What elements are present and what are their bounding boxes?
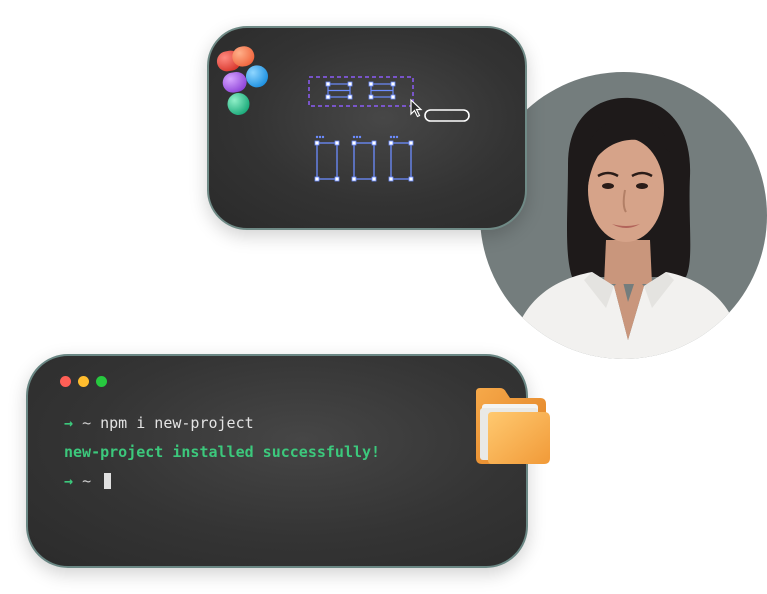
close-dot-icon[interactable] [60,376,71,387]
frame-tall-1 [316,142,338,180]
folder-icon [476,388,550,464]
terminal-command: npm i new-project [100,414,254,432]
maximize-dot-icon[interactable] [96,376,107,387]
text-cursor [104,473,112,489]
terminal-output: new-project installed successfully! [64,443,381,461]
frame-small-1 [327,83,351,98]
prompt-arrow: → [64,472,74,490]
prompt-directory: ~ [82,414,92,432]
frame-small-2 [370,83,394,98]
mouse-pointer-icon [410,98,423,118]
prompt-arrow: → [64,414,74,432]
frame-tall-2 [353,142,375,180]
prompt-directory: ~ [82,472,92,490]
terminal-command-line: → ~ npm i new-project [64,414,254,432]
figma-logo-icon [216,46,268,115]
selection-box [308,76,414,107]
wireframe-illustration [308,76,470,182]
design-card [207,26,527,230]
frame-tall-3 [390,142,412,180]
terminal-window: → ~ npm i new-project new-project instal… [26,354,528,568]
terminal-input-line[interactable]: → ~ [64,472,112,490]
person-avatar [510,97,744,359]
label-pill [424,109,470,122]
minimize-dot-icon[interactable] [78,376,89,387]
window-controls [60,376,107,387]
terminal-output-line: new-project installed successfully! [64,443,380,461]
portrait-photo [480,72,767,359]
